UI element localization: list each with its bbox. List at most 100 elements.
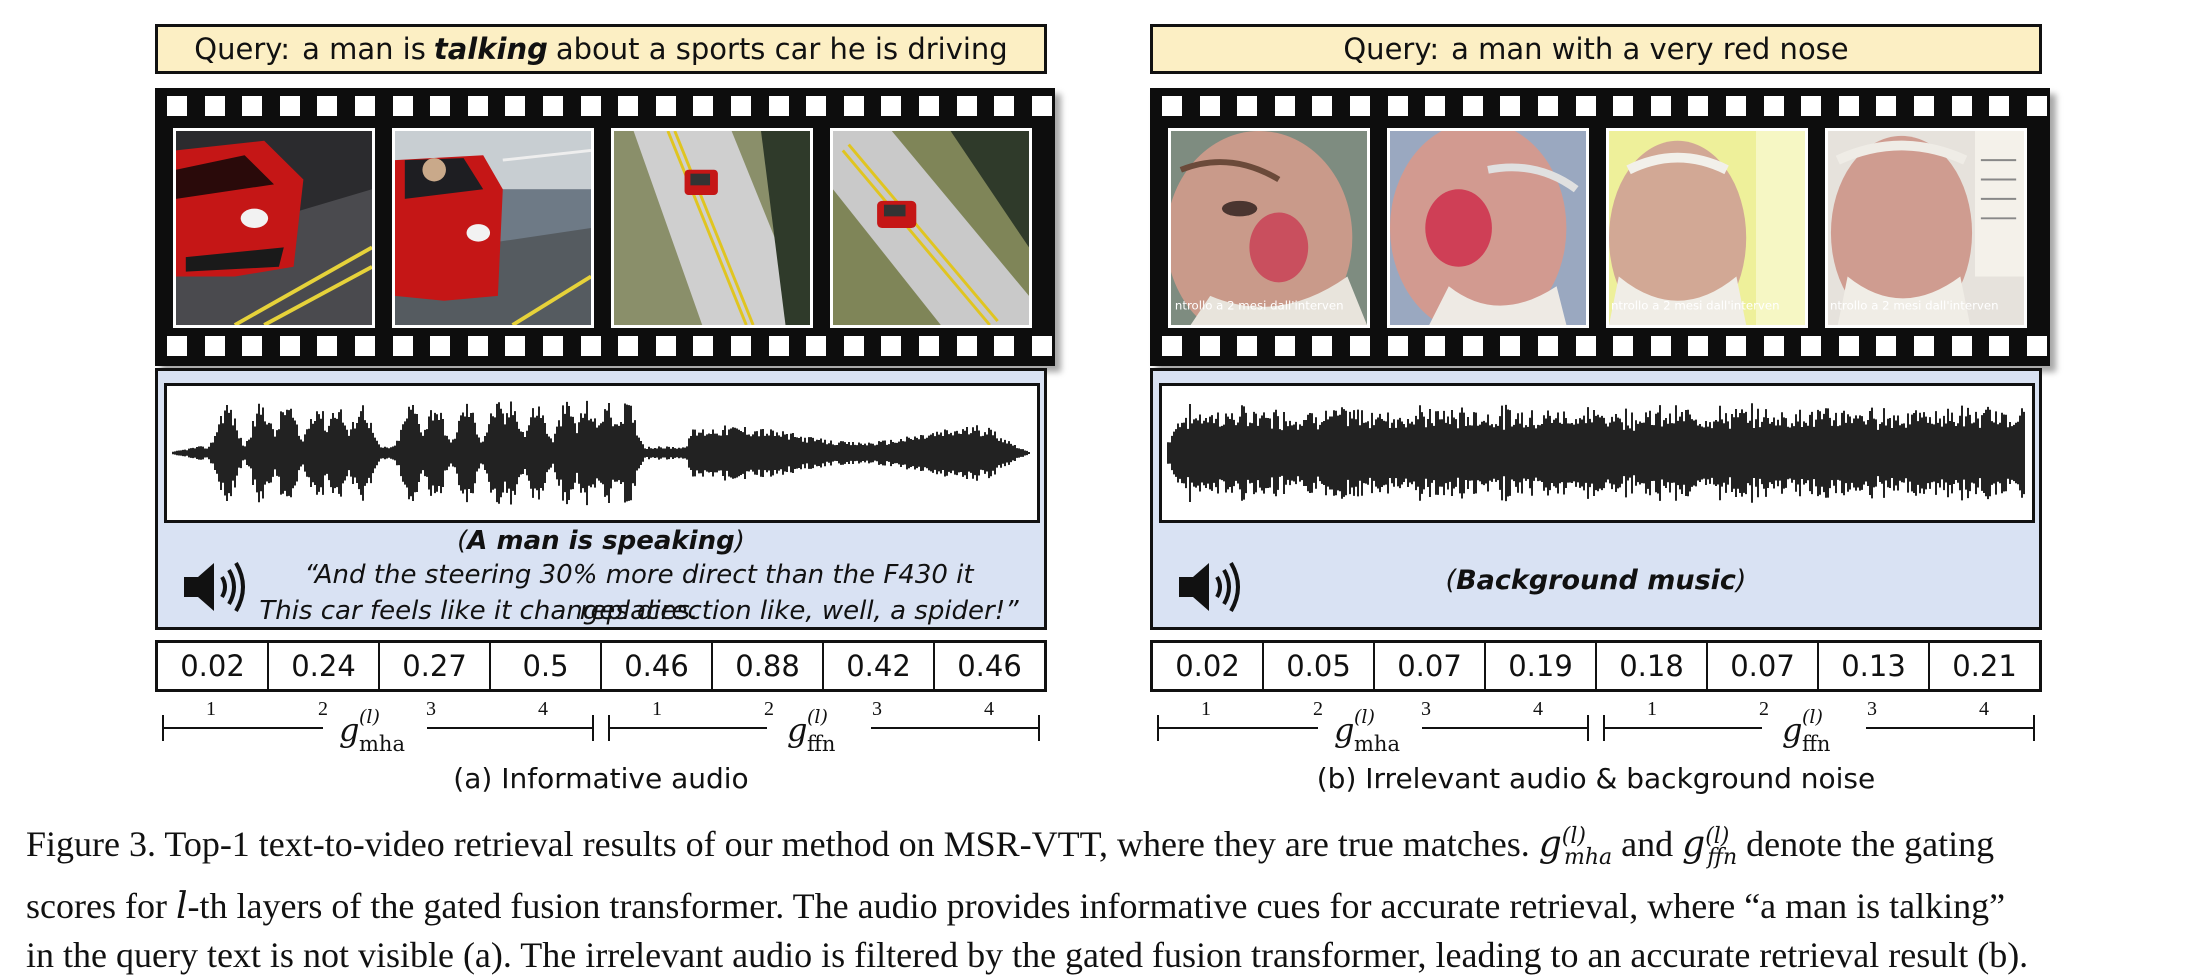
- tick-label-mha-2: 2: [1313, 698, 1323, 720]
- figure-caption-line-2: scores for l-th layers of the gated fusi…: [26, 882, 2186, 931]
- gate-score-mha-4: 0.5: [491, 643, 602, 689]
- film-hole: [1801, 96, 1822, 116]
- film-hole: [1387, 96, 1408, 116]
- film-perforations-bottom: [155, 336, 1055, 356]
- tick-label-ffn-1: 1: [652, 698, 662, 720]
- film-hole: [1500, 336, 1521, 356]
- film-hole: [956, 96, 977, 116]
- query-prefix: Query:: [1343, 32, 1440, 66]
- gate-score-ffn-1: 0.18: [1597, 643, 1708, 689]
- film-hole: [242, 336, 263, 356]
- layer-variable: l: [175, 886, 188, 928]
- mha-gate-symbol: g: [339, 711, 359, 749]
- film-hole: [2026, 336, 2047, 356]
- film-hole: [919, 96, 939, 116]
- film-hole: [279, 96, 300, 116]
- film-hole: [430, 336, 451, 356]
- frame-subtitle: ntrollo a 2 mesi dall'interven: [1611, 299, 1780, 313]
- gate-score-ffn-1: 0.46: [602, 643, 713, 689]
- video-filmstrip: [155, 88, 1055, 366]
- waveform-trace: [1167, 403, 2025, 503]
- film-hole: [1575, 336, 1596, 356]
- tick-label-mha-4: 4: [538, 698, 548, 720]
- video-frame-4: ntrollo a 2 mesi dall'interven: [1825, 128, 2027, 328]
- film-hole: [1425, 96, 1446, 116]
- film-hole: [1914, 336, 1934, 356]
- video-filmstrip: ntrollo a 2 mesi dall'interven ntrollo a…: [1150, 88, 2050, 366]
- film-hole: [392, 96, 413, 116]
- mha-subscript: mha: [1354, 732, 1400, 756]
- audio-label-open: (: [1445, 565, 1457, 596]
- film-hole: [1613, 96, 1634, 116]
- tick-label-ffn-1: 1: [1647, 698, 1657, 720]
- film-hole: [1462, 96, 1483, 116]
- film-hole: [693, 96, 714, 116]
- subfigure-caption-a: (a) Informative audio: [453, 762, 749, 795]
- gate-score-mha-1: 0.02: [1153, 643, 1264, 689]
- mha-layer-superscript: (l): [359, 706, 380, 728]
- tick-label-ffn-2: 2: [764, 698, 774, 720]
- film-hole: [1462, 336, 1483, 356]
- film-perforations-top: [155, 96, 1055, 116]
- film-hole: [1538, 336, 1558, 356]
- layer-scale: 1 2 3 4 1 2 3 4 g (l) mha g (l): [155, 695, 1047, 757]
- film-hole: [279, 336, 300, 356]
- gate-score-ffn-2: 0.88: [713, 643, 824, 689]
- video-frame-1: ntrollo a 2 mesi dall'interven: [1168, 128, 1370, 328]
- film-hole: [392, 336, 413, 356]
- film-hole: [768, 96, 789, 116]
- film-hole: [167, 96, 187, 116]
- film-hole: [768, 336, 789, 356]
- mha-subscript: mha: [359, 732, 405, 756]
- film-hole: [167, 336, 187, 356]
- ffn-gate-math: g(l)ffn: [1682, 824, 1738, 871]
- tick-label-mha-1: 1: [1201, 698, 1211, 720]
- gate-score-mha-2: 0.05: [1264, 643, 1375, 689]
- film-hole: [1613, 336, 1634, 356]
- ffn-subscript: ffn: [807, 732, 835, 756]
- audio-panel: (Background music): [1150, 368, 2042, 630]
- film-hole: [1237, 336, 1258, 356]
- film-hole: [317, 336, 338, 356]
- waveform-trace: [172, 400, 1030, 506]
- film-hole: [1425, 336, 1446, 356]
- query-text-after: about a sports car he is driving: [555, 32, 1008, 66]
- film-hole: [655, 336, 676, 356]
- audio-label: (Background music): [1153, 565, 2039, 596]
- film-perforations-bottom: [1150, 336, 2050, 356]
- film-hole: [505, 96, 526, 116]
- tick-label-mha-1: 1: [206, 698, 216, 720]
- speech-transcript-line-2: This car feels like it changes direction…: [259, 596, 1019, 626]
- gate-score-mha-1: 0.02: [158, 643, 269, 689]
- audio-label-close: ): [1735, 565, 1747, 596]
- tick-label-ffn-3: 3: [1867, 698, 1877, 720]
- query-box: Query: a man with a very red nose: [1150, 24, 2042, 74]
- speaker-icon: [180, 557, 246, 617]
- frame-subtitle: ntrollo a 2 mesi dall'interven: [1830, 299, 1999, 313]
- ffn-subscript: ffn: [1802, 732, 1830, 756]
- gate-score-mha-3: 0.07: [1375, 643, 1486, 689]
- film-hole: [1312, 336, 1333, 356]
- film-perforations-top: [1150, 96, 2050, 116]
- figure-caption: Figure 3. Top-1 text-to-video retrieval …: [26, 813, 2186, 979]
- film-hole: [317, 96, 338, 116]
- layer-scale: 1 2 3 4 1 2 3 4 g (l) mha g (l): [1150, 695, 2042, 757]
- caption-text: denote the gating: [1746, 824, 1995, 864]
- tick-label-ffn-4: 4: [984, 698, 994, 720]
- film-hole: [693, 336, 714, 356]
- query-text-before: a man is: [302, 32, 426, 66]
- mha-layer-superscript: (l): [1354, 706, 1375, 728]
- ffn-layer-superscript: (l): [1802, 706, 1823, 728]
- audio-waveform: [164, 383, 1040, 523]
- film-hole: [1726, 96, 1746, 116]
- video-frame-3: [611, 128, 813, 328]
- ffn-gate-symbol: g: [787, 711, 807, 749]
- film-hole: [1031, 336, 1052, 356]
- caption-text: Figure 3. Top-1 text-to-video retrieval …: [26, 824, 1530, 864]
- film-hole: [731, 96, 751, 116]
- mha-math-sub: mha: [1564, 845, 1613, 871]
- film-hole: [1162, 336, 1182, 356]
- ffn-layer-superscript: (l): [807, 706, 828, 728]
- film-hole: [1500, 96, 1521, 116]
- tick-label-mha-4: 4: [1533, 698, 1543, 720]
